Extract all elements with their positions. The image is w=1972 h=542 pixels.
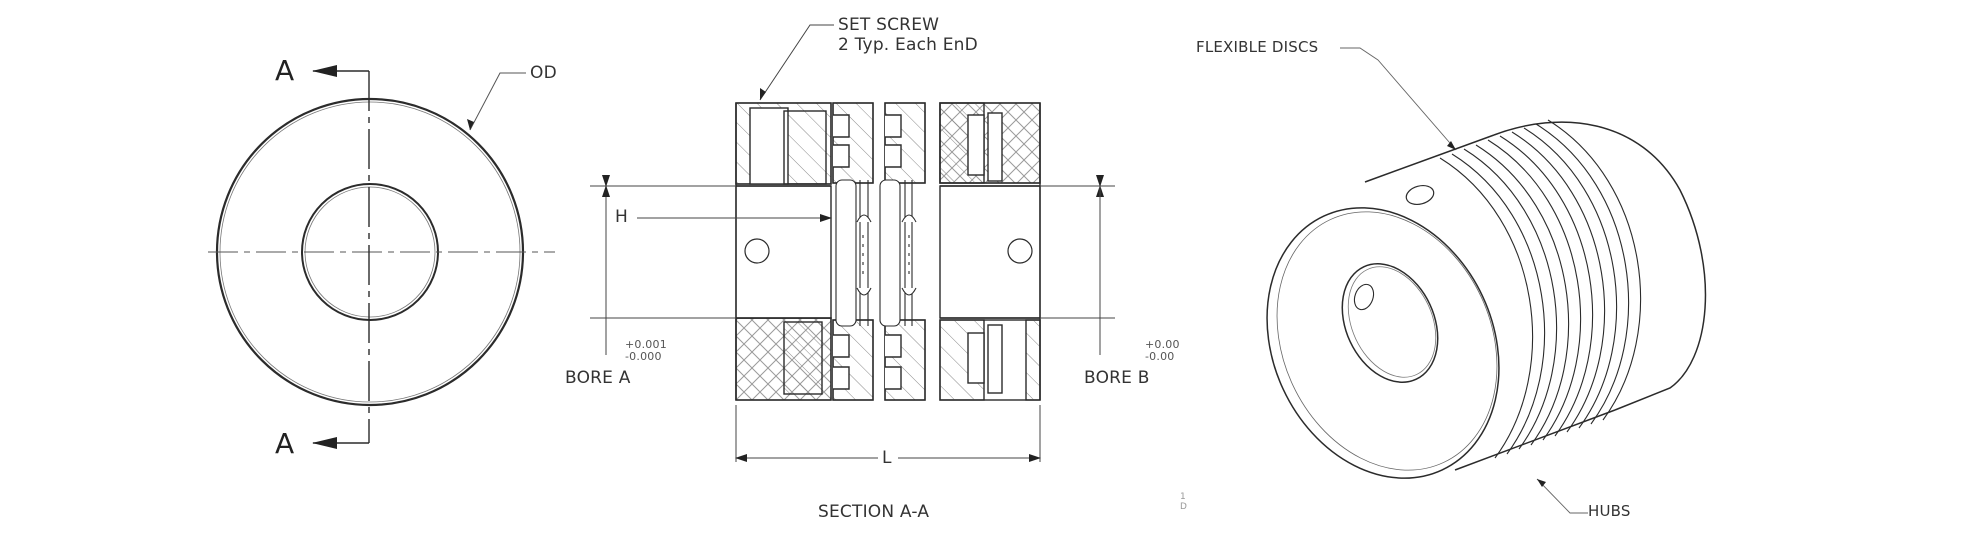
- set-screw-label: SET SCREW 2 Typ. Each EnD: [838, 15, 978, 55]
- set-screw-line-1: SET SCREW: [838, 15, 940, 35]
- margin-mark-2: D: [1180, 502, 1188, 512]
- bore-b-label: BORE B: [1084, 368, 1150, 388]
- bore-a-tol-plus: +0.001: [625, 338, 667, 351]
- section-view: [590, 24, 1115, 462]
- margin-mark-1: 1: [1180, 492, 1186, 502]
- section-caption: SECTION A-A: [818, 502, 930, 522]
- od-label: OD: [530, 63, 557, 83]
- bore-b-tolerance: +0.00 -0.00: [1145, 339, 1180, 363]
- front-view: [208, 65, 555, 449]
- hubs-label: HUBS: [1588, 502, 1631, 520]
- flexible-discs-label: FLEXIBLE DISCS: [1196, 38, 1319, 56]
- h-dimension-label: H: [615, 207, 628, 227]
- bore-a-tolerance: +0.001 -0.000: [625, 339, 667, 363]
- isometric-view: [1266, 47, 1707, 514]
- margin-mark: 1 D: [1180, 492, 1187, 512]
- set-screw-line-2: 2 Typ. Each EnD: [838, 35, 978, 55]
- iso-bore: [1341, 263, 1439, 383]
- length-dimension-label: L: [882, 448, 892, 468]
- flexible-disc-rings: [1439, 119, 1642, 459]
- bore-a-label: BORE A: [565, 368, 631, 388]
- front-hub-face: [1266, 207, 1500, 479]
- bore-b-tol-minus: -0.00: [1145, 350, 1175, 363]
- bore-a-tol-minus: -0.000: [625, 350, 662, 363]
- section-marker-bottom: A: [275, 427, 295, 460]
- bore-b-tol-plus: +0.00: [1145, 338, 1180, 351]
- section-marker-top: A: [275, 54, 295, 87]
